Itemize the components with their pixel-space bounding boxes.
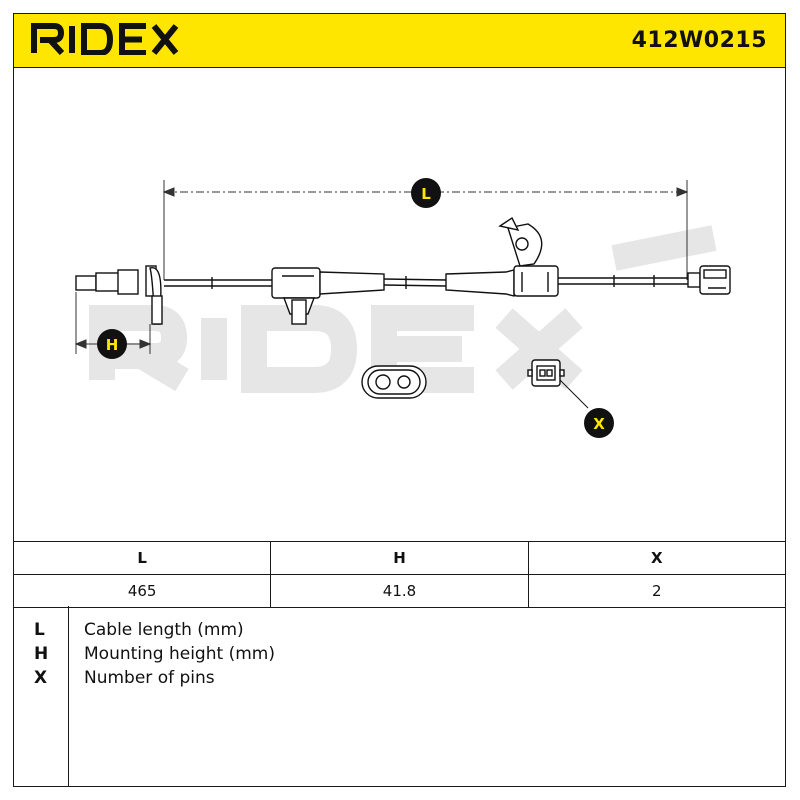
spec-value-x: 2 [527, 574, 787, 608]
connector-face [527, 359, 589, 409]
spec-value-row: 465 41.8 2 [12, 574, 787, 608]
grommet-section [361, 365, 427, 399]
spec-value-l: 465 [12, 574, 272, 608]
sensor-diagram-svg: L [74, 178, 731, 438]
brand-logo [30, 21, 200, 60]
spec-header-row: L H X [12, 541, 787, 575]
legend-key: H [34, 644, 49, 664]
spec-header-h: H [270, 541, 529, 575]
callout-h-label: H [106, 336, 119, 354]
spec-header-x: X [527, 541, 787, 575]
callout-h: H [97, 329, 127, 359]
legend-box: L Cable length (mm) H Mounting height (m… [13, 606, 786, 787]
legend-divider [68, 606, 69, 786]
sensor-head [75, 265, 163, 325]
connector-plug [687, 265, 731, 295]
spec-table: L H X 465 41.8 2 [12, 541, 787, 608]
callout-x: X [584, 408, 614, 438]
callout-x-label: X [593, 415, 605, 433]
legend-key: L [34, 620, 45, 640]
cable-sleeve [445, 216, 559, 297]
callout-l: L [411, 178, 441, 208]
legend-text: Mounting height (mm) [84, 644, 275, 664]
spec-header-l: L [12, 541, 272, 575]
spec-value-h: 41.8 [270, 574, 529, 608]
technical-drawing: L [13, 67, 786, 542]
cable-grommet [271, 267, 385, 325]
part-number: 412W0215 [631, 28, 767, 53]
legend-key: X [34, 668, 48, 688]
legend-text: Cable length (mm) [84, 620, 244, 640]
ridex-watermark [89, 225, 717, 393]
legend-text: Number of pins [84, 668, 215, 688]
header-bar: 412W0215 [13, 13, 786, 67]
sensor-cable [164, 275, 688, 289]
callout-l-label: L [421, 185, 431, 203]
